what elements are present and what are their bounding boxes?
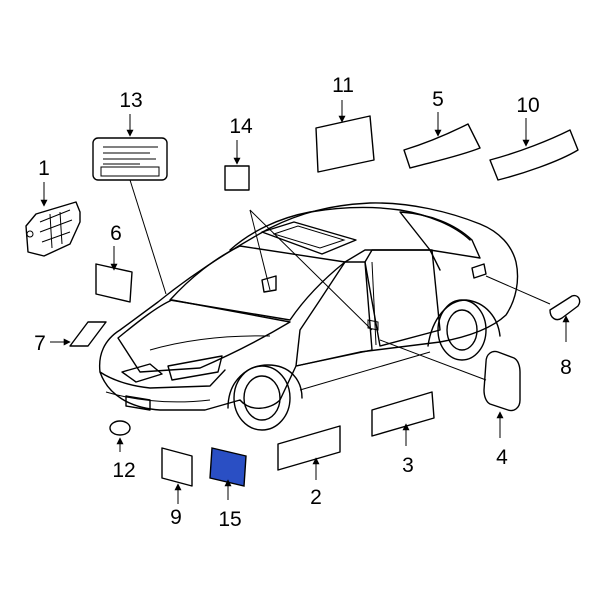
part-6-label[interactable] [95, 263, 133, 303]
car-illustration [98, 202, 519, 431]
fuel-door [471, 263, 487, 279]
hood [117, 299, 291, 373]
callout-4: 4 [496, 446, 508, 469]
rear-window [399, 211, 481, 259]
part-7-label[interactable] [69, 321, 107, 347]
part-4-label[interactable] [483, 350, 521, 412]
part-14-label[interactable] [224, 165, 250, 191]
roof-line [229, 206, 471, 251]
part-15-label-highlighted[interactable] [209, 447, 247, 487]
license-plate [125, 395, 151, 411]
front-wheel-arch [227, 364, 303, 409]
part-5-curved-label[interactable] [403, 123, 481, 169]
part-1-fuse-box-cover[interactable] [25, 201, 81, 257]
callout-8: 8 [560, 356, 572, 379]
grille [121, 363, 163, 383]
leader-lines [40, 100, 570, 504]
front-wheel [233, 365, 291, 431]
callout-9: 9 [170, 506, 182, 529]
callout-2: 2 [310, 486, 322, 509]
sunroof [261, 221, 357, 255]
part-12-round-label[interactable] [109, 420, 131, 436]
front-door [295, 261, 373, 367]
part-3-label[interactable] [371, 391, 435, 437]
car-body-outline [98, 202, 519, 411]
callout-6: 6 [110, 222, 122, 245]
callout-10: 10 [516, 94, 539, 117]
rear-door-opening [364, 249, 441, 347]
part-9-label[interactable] [161, 447, 193, 487]
rear-wheel [437, 299, 487, 361]
callout-7: 7 [34, 332, 46, 355]
callout-3: 3 [402, 454, 414, 477]
callout-numbers: 1 13 14 11 5 10 6 7 8 4 12 9 15 2 3 [34, 74, 572, 531]
part-13-info-label[interactable] [92, 137, 168, 181]
callout-11: 11 [332, 74, 354, 97]
part-10-curved-label[interactable] [489, 129, 579, 181]
front-bumper [99, 369, 226, 389]
side-mirror [261, 275, 277, 293]
callout-15: 15 [218, 508, 241, 531]
callout-5: 5 [432, 88, 444, 111]
callout-13: 13 [119, 89, 142, 112]
windshield [169, 245, 346, 321]
callout-12: 12 [112, 459, 135, 482]
part-2-label[interactable] [277, 425, 341, 471]
callout-14: 14 [229, 115, 253, 138]
headlight [167, 355, 223, 381]
part-8-label[interactable] [549, 294, 581, 321]
callout-1: 1 [38, 157, 50, 180]
part-11-label[interactable] [315, 115, 375, 173]
